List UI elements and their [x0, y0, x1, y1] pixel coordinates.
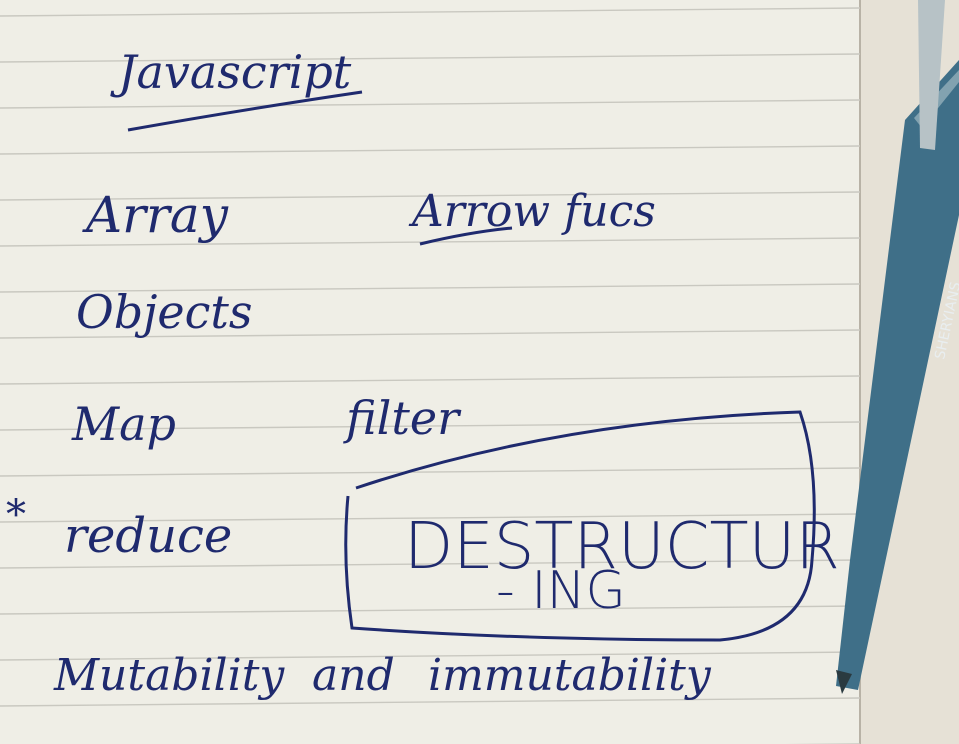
note-reduce: reduce: [64, 508, 232, 564]
ruled-line: [0, 7, 861, 17]
note-destructuring-2: - ING: [496, 561, 626, 621]
ruled-line: [0, 191, 861, 201]
destructuring-box: [344, 410, 816, 642]
note-objects: Objects: [76, 285, 253, 339]
arrow-underline: [419, 226, 513, 246]
pen: SHERYIANS: [836, 0, 959, 694]
ruled-line: [0, 375, 861, 385]
pen-tip: [836, 670, 852, 694]
note-mutability: Mutability: [53, 650, 285, 701]
note-asterisk: *: [6, 492, 26, 538]
note-and: and: [312, 650, 395, 701]
note-arrow-funcs: Arrow fucs: [408, 186, 656, 237]
note-array: Array: [82, 186, 229, 244]
note-filter: filter: [343, 391, 462, 445]
ruled-line: [0, 697, 861, 707]
ruled-lines: [0, 7, 861, 744]
note-destructuring-1: DESTRUCTUR: [404, 510, 840, 584]
ruled-line: [0, 53, 861, 63]
pen-body: [836, 60, 959, 690]
title-underline: [127, 90, 363, 132]
ruled-line: [0, 99, 861, 109]
ruled-line: [0, 605, 861, 615]
ruled-line: [0, 283, 861, 293]
note-map: Map: [71, 397, 176, 451]
note-immutability: immutability: [428, 650, 712, 701]
ruled-line: [0, 651, 861, 661]
ruled-line: [0, 329, 861, 339]
pen-clip: [918, 0, 945, 150]
notebook-page: [0, 0, 860, 744]
ruled-line: [0, 145, 861, 155]
title-javascript: Javascript: [110, 45, 352, 99]
ruled-line: [0, 513, 861, 523]
ruled-line: [0, 421, 861, 431]
ruled-line: [0, 559, 861, 569]
handwriting: Javascript Array Arrow fucs Objects Map …: [6, 45, 840, 701]
ruled-line: [0, 467, 861, 477]
